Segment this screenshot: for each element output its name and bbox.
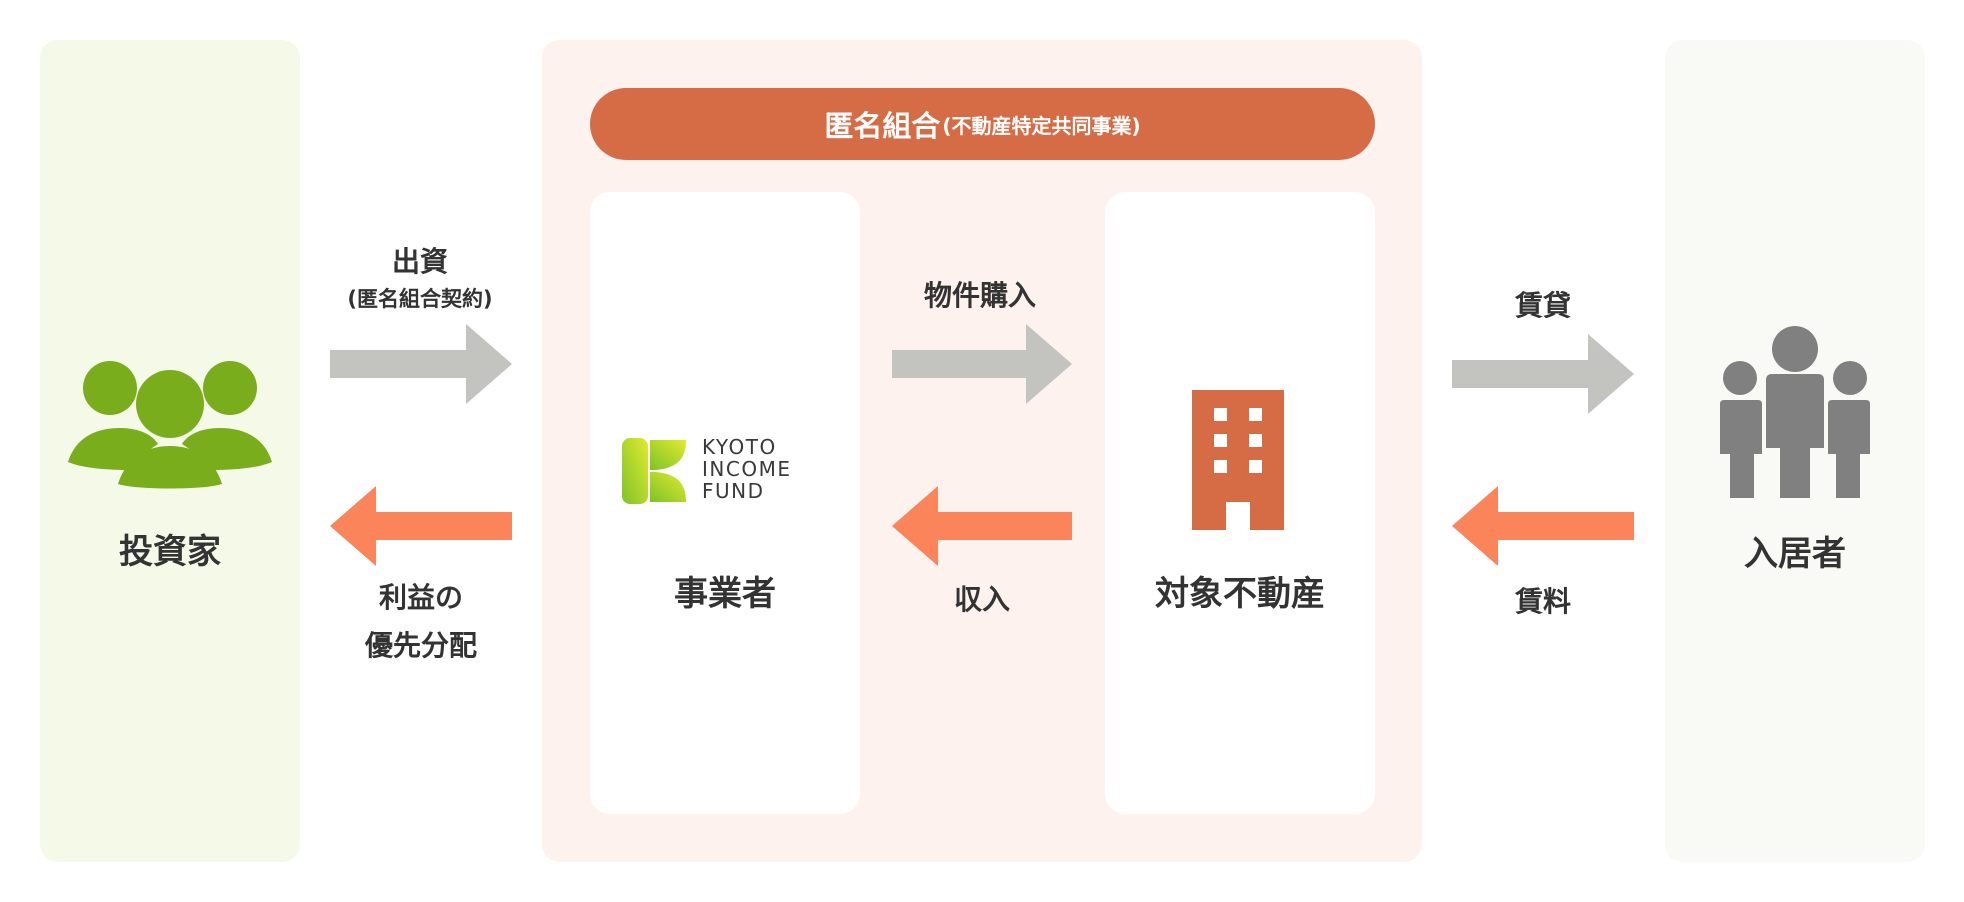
distribution-label-line1: 利益の	[378, 581, 463, 614]
property-label: 対象不動産	[1155, 574, 1325, 614]
banner-subtitle: (不動産特定共同事業)	[942, 113, 1141, 138]
distribution-label-line2: 優先分配	[364, 629, 477, 662]
property-card	[1105, 192, 1375, 814]
tokumei-kumiai-banner: 匿名組合 (不動産特定共同事業)	[590, 88, 1375, 160]
investment-sublabel: (匿名組合契約)	[347, 287, 493, 311]
revenue-arrow	[892, 486, 1072, 566]
kif-logo-text: KYOTO INCOME FUND	[702, 436, 791, 502]
lease-label: 賃貸	[1514, 289, 1571, 322]
rent-label: 賃料	[1514, 585, 1571, 618]
kif-logo-line3: FUND	[702, 479, 765, 503]
kif-logo-mark	[622, 438, 686, 504]
tenant-label: 入居者	[1744, 534, 1846, 574]
kif-logo-line1: KYOTO	[702, 435, 777, 459]
operator-label: 事業者	[674, 574, 776, 614]
distribution-arrow	[330, 486, 512, 566]
revenue-label: 収入	[953, 583, 1010, 616]
rent-arrow	[1452, 486, 1634, 566]
investment-arrow	[330, 324, 512, 404]
banner-title: 匿名組合	[824, 109, 941, 143]
investment-label: 出資	[391, 245, 448, 278]
building-icon	[1192, 390, 1284, 530]
kyoto-income-fund-logo: KYOTO INCOME FUND	[622, 436, 837, 506]
people-icon	[1720, 326, 1870, 498]
kif-logo-line2: INCOME	[702, 457, 792, 481]
purchase-arrow	[892, 324, 1072, 404]
purchase-label: 物件購入	[923, 279, 1036, 312]
lease-arrow	[1452, 334, 1634, 414]
group-icon	[68, 361, 272, 489]
investor-label: 投資家	[119, 532, 221, 572]
